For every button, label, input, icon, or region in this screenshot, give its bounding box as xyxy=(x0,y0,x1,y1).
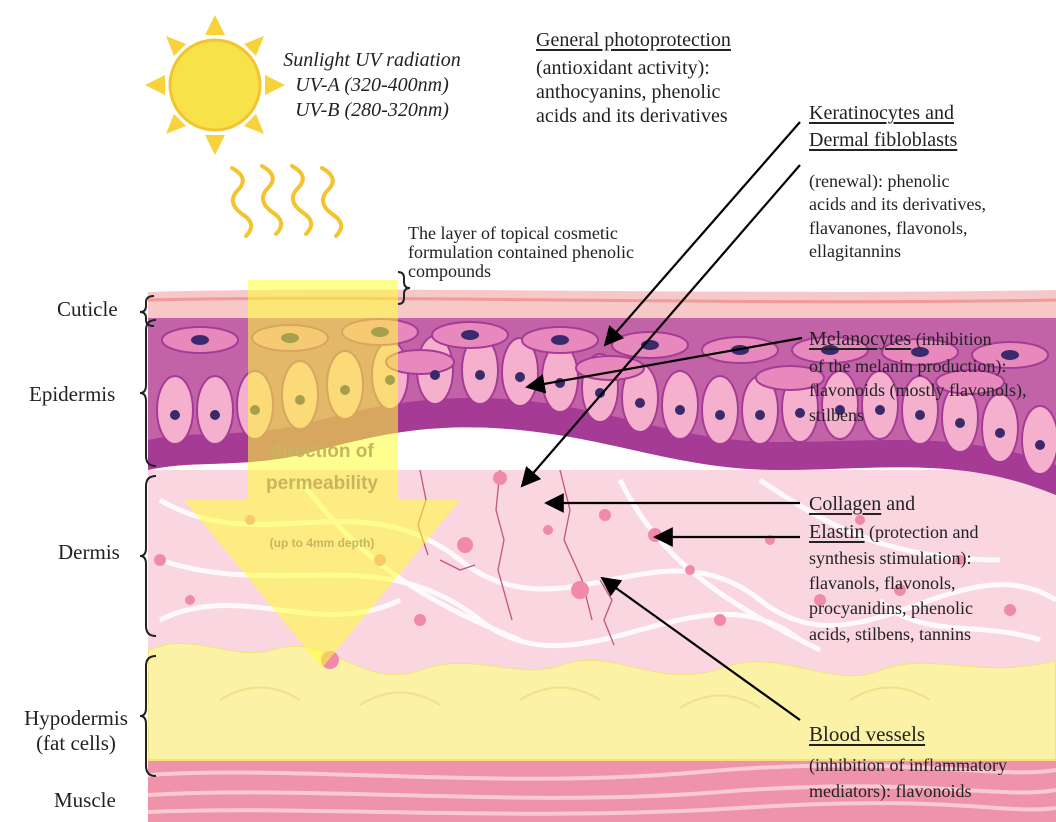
dermis-label: Dermis xyxy=(58,540,120,565)
blood-vessels-title: Blood vessels xyxy=(809,720,1007,749)
elastin-title-rest: (protection and xyxy=(865,522,979,542)
topical-line-3: compounds xyxy=(408,262,634,281)
topical-line-2: formulation contained phenolic xyxy=(408,243,634,262)
collagen-title: Collagen xyxy=(809,493,881,515)
uv-a-range: UV-A (320-400nm) xyxy=(272,73,472,98)
keratinocytes-title-1: Keratinocytes and xyxy=(809,100,957,127)
collagen-line-3: synthesis stimulation): xyxy=(809,546,979,571)
photoprotection-block: General photoprotection (antioxidant act… xyxy=(536,28,731,128)
melanocytes-block: Melanocytes (inhibition of the melanin p… xyxy=(809,326,1026,428)
collagen-line-5: procyanidins, phenolic xyxy=(809,596,979,621)
epidermis-label: Epidermis xyxy=(29,382,115,407)
photoprotection-title: General photoprotection xyxy=(536,28,731,52)
melanocytes-line-4: stilbens xyxy=(809,403,1026,428)
collagen-line-6: acids, stilbens, tannins xyxy=(809,622,979,647)
cuticle-label: Cuticle xyxy=(57,297,118,322)
keratinocytes-line-1: (renewal): phenolic xyxy=(809,170,986,193)
photoprotection-line-2: anthocyanins, phenolic xyxy=(536,80,731,104)
blood-vessels-line-1: (inhibition of inflammatory xyxy=(809,753,1007,778)
elastin-title: Elastin xyxy=(809,521,865,543)
hypodermis-label: Hypodermis (fat cells) xyxy=(12,706,140,756)
permeability-depth: (up to 4mm depth) xyxy=(222,536,422,550)
keratinocytes-line-4: ellagitannins xyxy=(809,240,986,263)
permeability-line-1: direction of xyxy=(222,436,422,468)
melanocytes-line-3: flavonoids (mostly flavonols), xyxy=(809,378,1026,403)
melanocytes-title-rest: (inhibition xyxy=(911,329,992,349)
hypodermis-line-1: Hypodermis xyxy=(12,706,140,731)
collagen-block: Collagen and Elastin (protection and syn… xyxy=(809,490,979,647)
keratinocytes-title: Keratinocytes and Dermal fibloblasts xyxy=(809,100,957,154)
uv-title: Sunlight UV radiation xyxy=(272,48,472,73)
hypodermis-line-2: (fat cells) xyxy=(12,731,140,756)
keratinocytes-body: (renewal): phenolic acids and its deriva… xyxy=(809,170,986,264)
keratinocytes-title-2: Dermal fibloblasts xyxy=(809,127,957,154)
uv-b-range: UV-B (280-320nm) xyxy=(272,98,472,123)
sun-icon xyxy=(145,15,285,155)
topical-line-1: The layer of topical cosmetic xyxy=(408,224,634,243)
photoprotection-line-3: acids and its derivatives xyxy=(536,104,731,128)
muscle-label: Muscle xyxy=(54,788,116,813)
blood-vessels-block: Blood vessels (inhibition of inflammator… xyxy=(809,720,1007,804)
uv-radiation-label: Sunlight UV radiation UV-A (320-400nm) U… xyxy=(272,48,472,123)
keratinocytes-line-3: flavanones, flavonols, xyxy=(809,217,986,240)
melanocytes-line-2: of the melanin production): xyxy=(809,354,1026,379)
blood-vessels-line-2: mediators): flavonoids xyxy=(809,779,1007,804)
uv-waves-icon xyxy=(232,166,341,236)
permeability-line-2: permeability xyxy=(222,468,422,500)
permeability-label: direction of permeability xyxy=(222,436,422,501)
collagen-line-1: Collagen and xyxy=(809,490,979,518)
collagen-title-rest: and xyxy=(881,493,915,515)
collagen-line-2: Elastin (protection and xyxy=(809,518,979,546)
keratinocytes-line-2: acids and its derivatives, xyxy=(809,193,986,216)
melanocytes-line-1: Melanocytes (inhibition xyxy=(809,326,1026,354)
collagen-line-4: flavanols, flavonols, xyxy=(809,571,979,596)
topical-layer-note: The layer of topical cosmetic formulatio… xyxy=(408,224,634,281)
photoprotection-line-1: (antioxidant activity): xyxy=(536,56,731,80)
melanocytes-title: Melanocytes xyxy=(809,328,911,350)
